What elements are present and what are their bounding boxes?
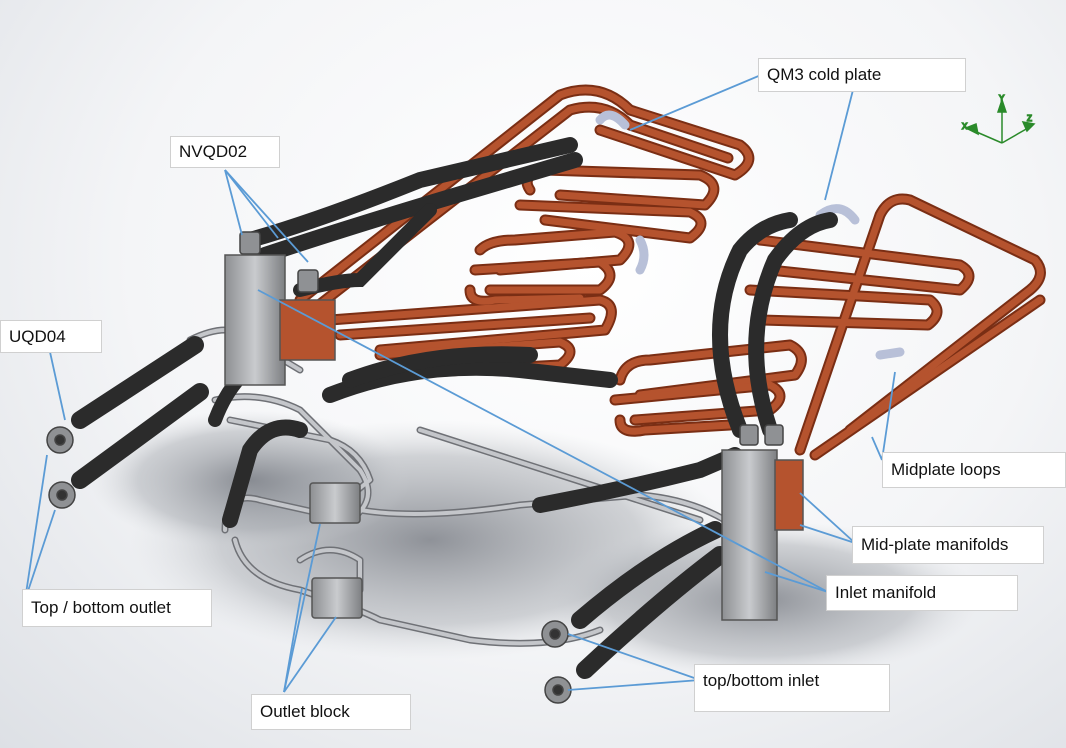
label-nvqd02: NVQD02	[170, 136, 280, 168]
label-midplate-loops: Midplate loops	[882, 452, 1066, 488]
axis-z-letter: Z	[1027, 114, 1032, 123]
coordinate-triad: Y X Z	[961, 93, 1036, 144]
label-top-bottom-inlet: top/bottom inlet	[694, 664, 890, 712]
right-copper-loops	[609, 193, 1046, 461]
label-inlet-manifold: Inlet manifold	[826, 575, 1018, 611]
manifold-blocks	[224, 254, 804, 621]
leader-lines	[24, 71, 896, 693]
label-uqd04: UQD04	[0, 320, 102, 353]
label-outlet-block: Outlet block	[251, 694, 411, 730]
label-midplate-manifolds: Mid-plate manifolds	[852, 526, 1044, 564]
left-copper-loops	[294, 84, 755, 378]
label-qm3-cold-plate: QM3 cold plate	[758, 58, 966, 92]
label-top-bottom-outlet: Top / bottom outlet	[22, 589, 212, 627]
quick-disconnects	[46, 231, 784, 704]
black-hoses	[71, 137, 838, 679]
axis-y-letter: Y	[999, 94, 1005, 103]
axis-x-letter: X	[962, 122, 968, 131]
